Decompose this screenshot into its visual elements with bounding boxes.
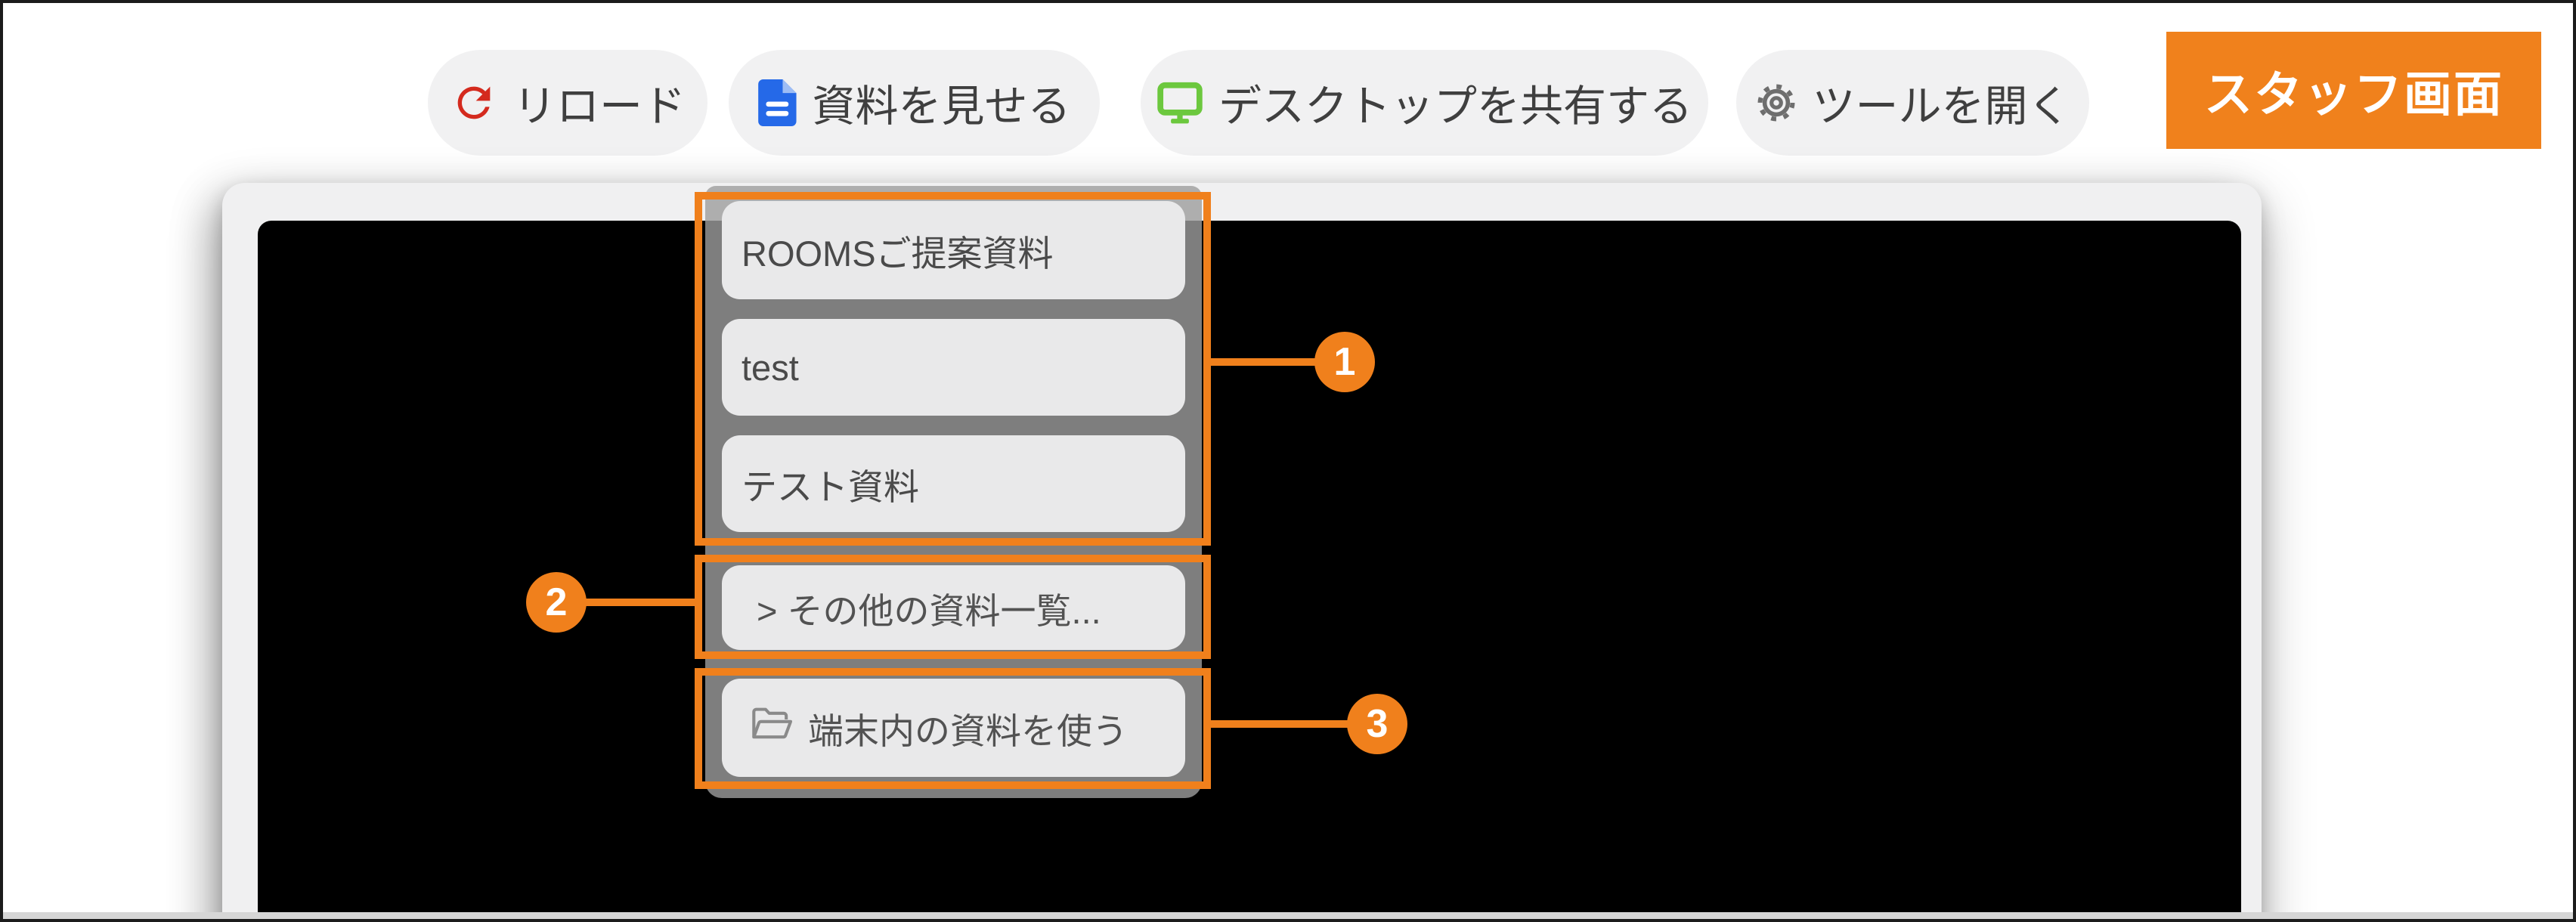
document-dropdown-menu: ROOMSご提案資料 test テスト資料 > その他の資料一覧... 端末内の… bbox=[705, 186, 1202, 798]
menu-item-document[interactable]: ROOMSご提案資料 bbox=[722, 201, 1185, 299]
menu-item-more-documents[interactable]: > その他の資料一覧... bbox=[722, 565, 1185, 650]
annotation-box-local-document bbox=[695, 668, 1211, 789]
callout-number: 1 bbox=[1333, 340, 1356, 384]
reload-icon bbox=[450, 79, 498, 127]
menu-item-label: 端末内の資料を使う bbox=[808, 710, 1128, 751]
annotation-connector-3 bbox=[1209, 720, 1351, 728]
folder-open-icon bbox=[751, 706, 793, 750]
gear-icon bbox=[1755, 82, 1797, 124]
open-tools-button[interactable]: ツールを開く bbox=[1736, 50, 2089, 156]
callout-number: 3 bbox=[1366, 702, 1389, 746]
reload-button[interactable]: リロード bbox=[428, 50, 707, 156]
share-desktop-button[interactable]: デスクトップを共有する bbox=[1141, 50, 1708, 156]
shared-screen-area bbox=[258, 221, 2241, 914]
reload-button-label: リロード bbox=[513, 82, 686, 131]
staff-screen-button-label: スタッフ画面 bbox=[2204, 67, 2503, 122]
staff-screen-button[interactable]: スタッフ画面 bbox=[2166, 32, 2541, 149]
open-tools-button-label: ツールを開く bbox=[1812, 82, 2071, 131]
show-documents-button-label: 資料を見せる bbox=[812, 82, 1071, 131]
callout-number: 2 bbox=[545, 580, 568, 624]
menu-item-document[interactable]: テスト資料 bbox=[722, 435, 1185, 532]
annotation-connector-1 bbox=[1209, 358, 1319, 366]
menu-item-label: test bbox=[742, 347, 799, 388]
document-icon bbox=[757, 79, 797, 126]
share-desktop-button-label: デスクトップを共有する bbox=[1218, 82, 1692, 131]
annotation-callout-2: 2 bbox=[526, 572, 587, 633]
show-documents-button[interactable]: 資料を見せる bbox=[729, 50, 1100, 156]
menu-item-document[interactable]: test bbox=[722, 319, 1185, 416]
annotation-callout-1: 1 bbox=[1314, 332, 1375, 392]
viewport-bottom-edge bbox=[3, 912, 2573, 919]
menu-item-label: テスト資料 bbox=[742, 466, 919, 507]
menu-item-label: ROOMSご提案資料 bbox=[742, 233, 1054, 274]
annotation-box-document-list bbox=[695, 192, 1211, 546]
annotation-connector-2 bbox=[584, 599, 697, 606]
desktop-icon bbox=[1156, 81, 1203, 125]
annotation-box-more-documents bbox=[695, 555, 1211, 659]
menu-item-label: > その他の資料一覧... bbox=[757, 590, 1101, 631]
menu-item-local-document[interactable]: 端末内の資料を使う bbox=[722, 679, 1185, 777]
annotation-callout-3: 3 bbox=[1347, 694, 1407, 754]
